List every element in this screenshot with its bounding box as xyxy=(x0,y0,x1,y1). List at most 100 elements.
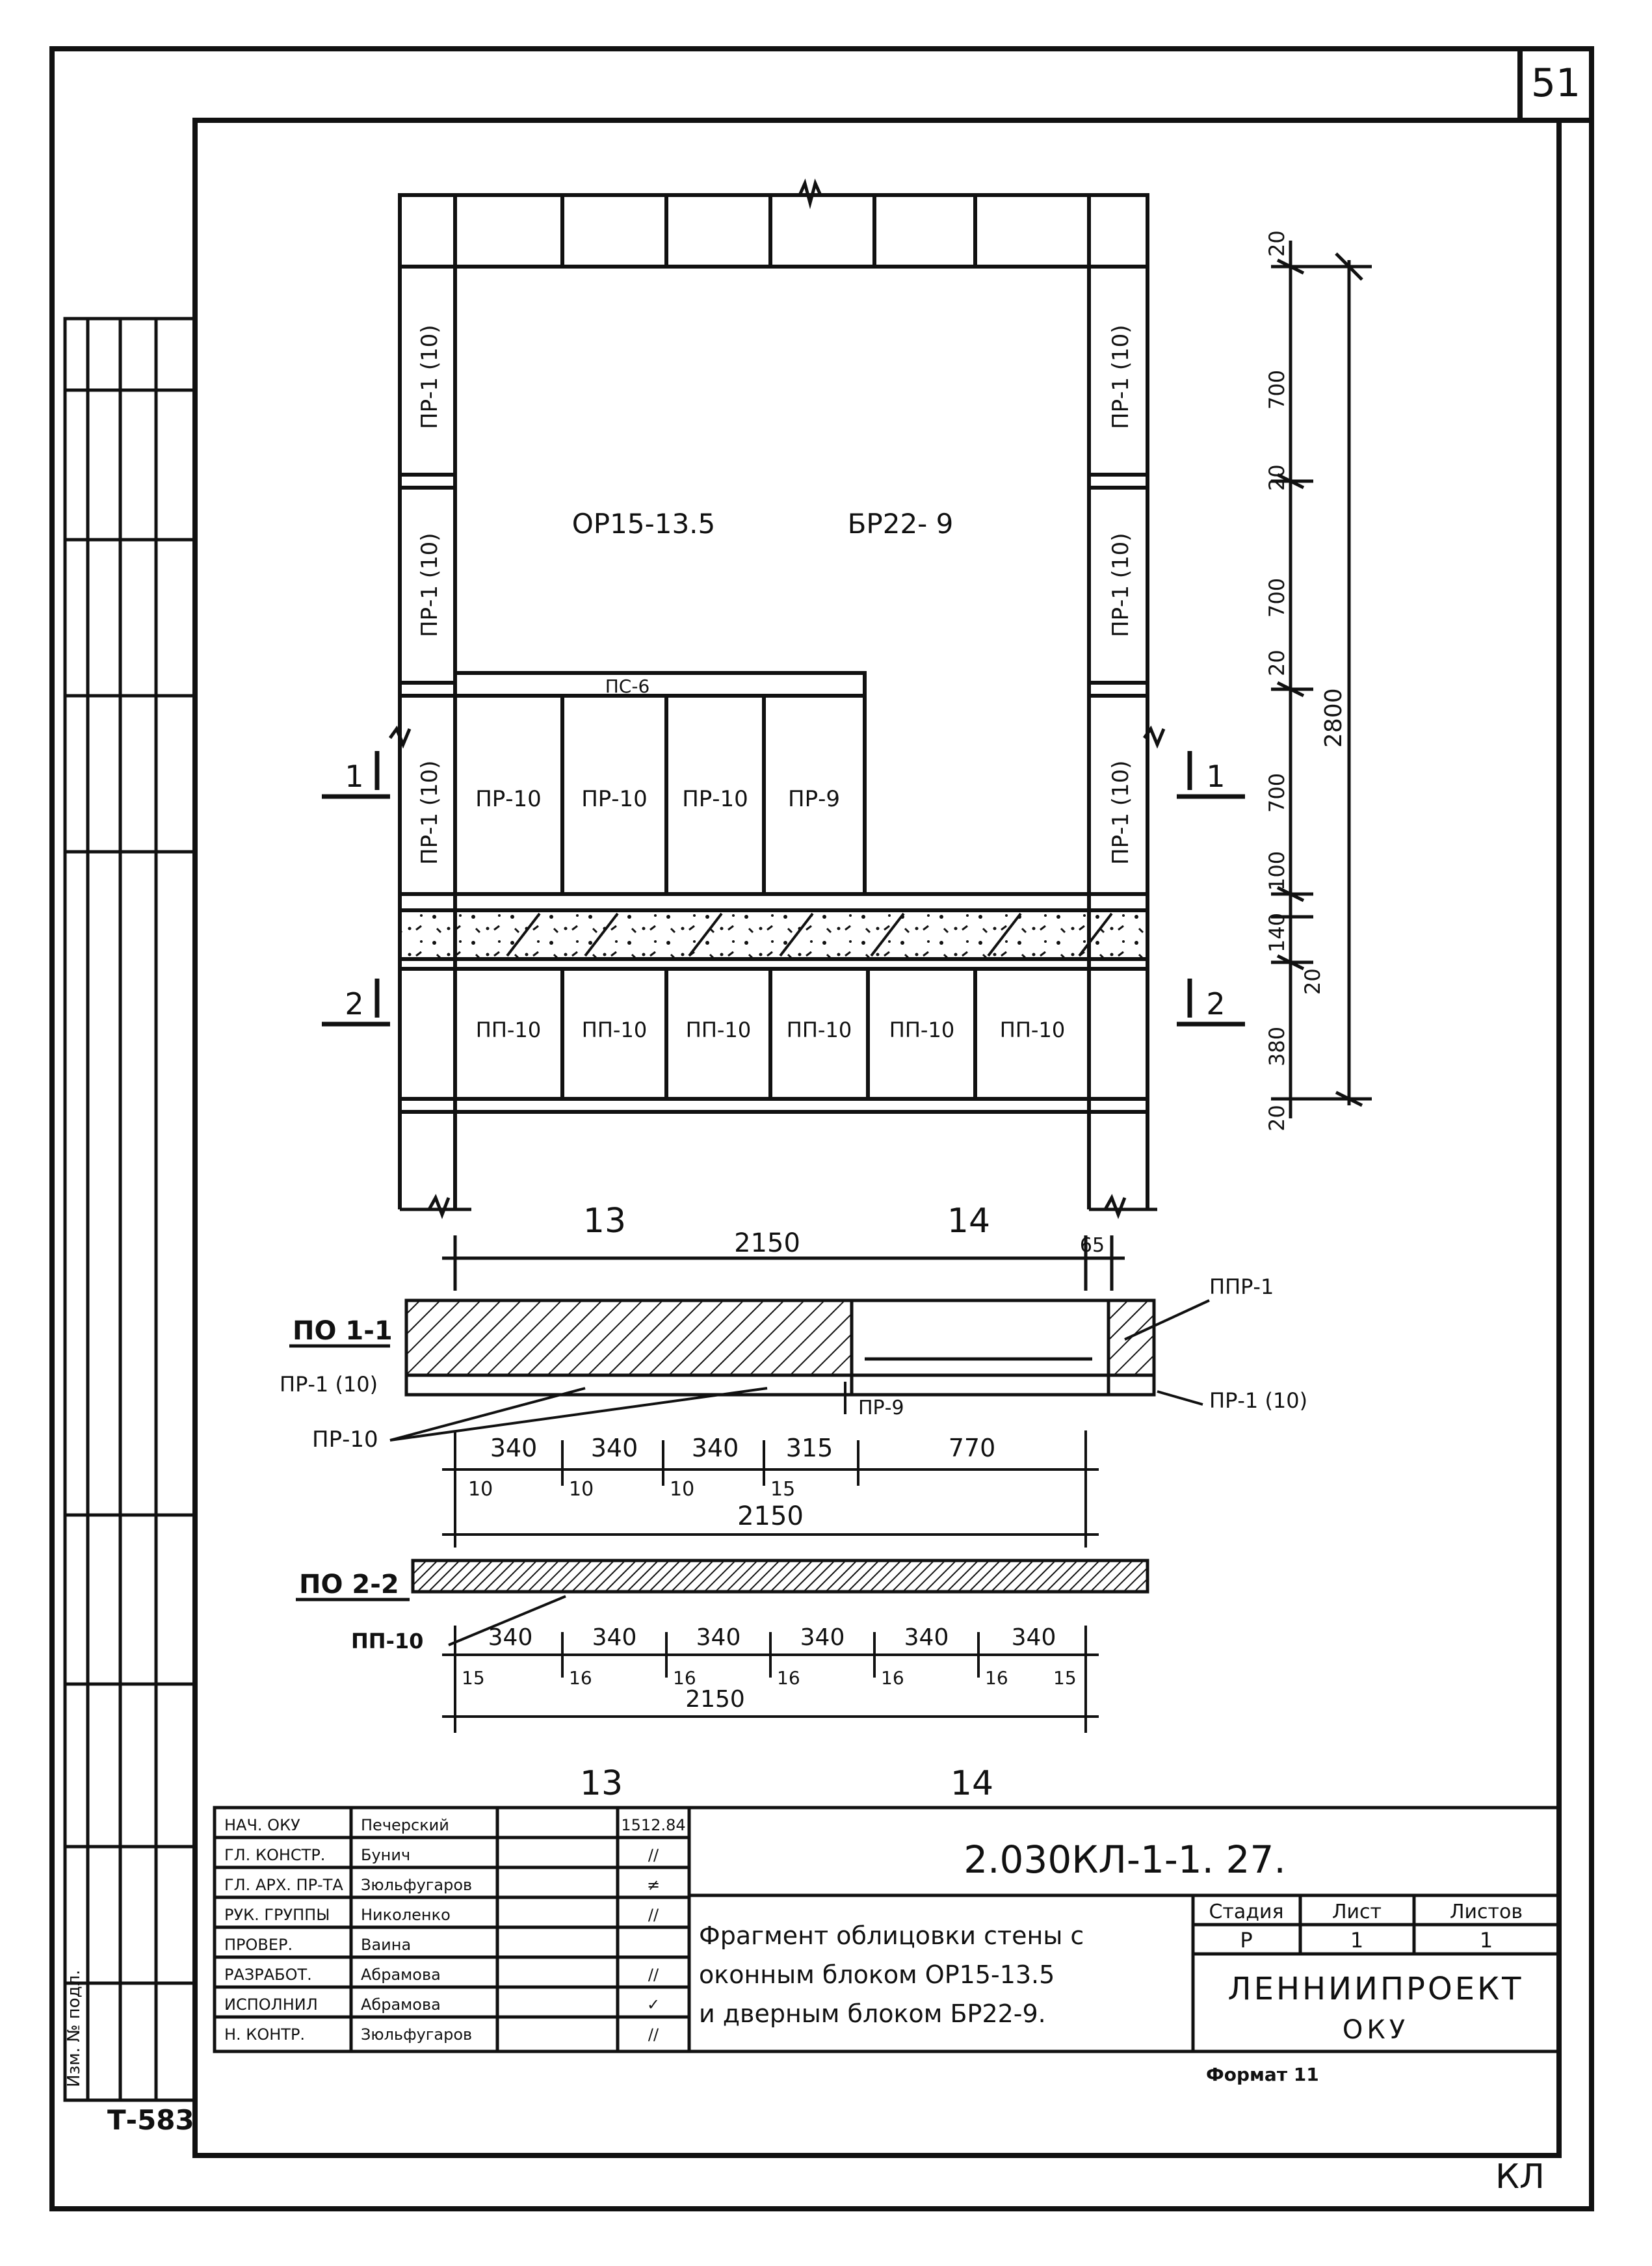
sheet-number: 51 xyxy=(1531,60,1580,106)
title-name: Зюльфугаров xyxy=(361,2025,472,2044)
section-22-gap: 16 xyxy=(881,1667,904,1689)
title-name: Абрамова xyxy=(361,1966,441,1984)
concrete-band-slashes xyxy=(506,912,1113,957)
elevation-outline xyxy=(398,193,1149,1209)
title-mark: ≠ xyxy=(647,1876,660,1894)
section-22-tag: ПП-10 xyxy=(351,1629,423,1653)
section-22-axis-14: 14 xyxy=(951,1764,993,1803)
height-dim: 100 xyxy=(1265,851,1289,891)
section-cut-markers xyxy=(322,751,1245,1027)
total-height-dim: 2800 xyxy=(1320,688,1347,748)
side-stamp-grid xyxy=(63,317,197,2102)
sheets-header: Листов xyxy=(1450,1901,1523,1923)
section-11-dim-total: 2150 xyxy=(737,1501,804,1531)
lintel-label: ПС-6 xyxy=(605,676,650,697)
section-11-tag-ppr: ППР-1 xyxy=(1209,1274,1274,1299)
bottom-panel-label: ПП-10 xyxy=(476,1018,541,1042)
height-dim: 700 xyxy=(1265,578,1289,618)
section-22-gap: 16 xyxy=(673,1667,696,1689)
description-line-3: и дверным блоком БР22-9. xyxy=(699,1999,1046,2028)
title-mark: // xyxy=(648,1846,659,1864)
approval-date: 1512.84 xyxy=(621,1816,685,1834)
section-11-hatch-left xyxy=(408,1302,850,1374)
stage-value: Р xyxy=(1240,1928,1252,1953)
side-panel-label: ПР-1 (10) xyxy=(1108,324,1134,429)
section-11-gap: 10 xyxy=(468,1478,493,1501)
section-22-gap: 16 xyxy=(569,1667,592,1689)
title-role: РУК. ГРУППЫ xyxy=(224,1906,330,1924)
axis-13-label: 13 xyxy=(583,1202,626,1241)
side-panel-label: ПР-1 (10) xyxy=(417,533,443,637)
title-name: Печерский xyxy=(361,1816,449,1834)
break-marks xyxy=(388,178,1166,1219)
dept-name: ОКУ xyxy=(1343,2015,1409,2045)
title-mark: // xyxy=(648,1966,659,1984)
height-dim: 20 xyxy=(1265,464,1289,491)
row-panel-label: ПР-9 xyxy=(788,786,840,812)
section-11-tag-pr1-left: ПР-1 (10) xyxy=(280,1372,378,1397)
section-2-label-right: 2 xyxy=(1206,986,1225,1021)
title-mark: ✓ xyxy=(647,1996,660,2014)
height-dim: 380 xyxy=(1265,1027,1289,1066)
title-role: ГЛ. КОНСТР. xyxy=(224,1846,325,1864)
section-1-label-left: 1 xyxy=(345,759,363,794)
section-22-dim: 340 xyxy=(800,1624,845,1651)
height-dim: 20 xyxy=(1265,650,1289,676)
title-mark: // xyxy=(648,1906,659,1924)
door-block-label: БР22- 9 xyxy=(848,508,954,540)
section-11-geometry xyxy=(404,1235,1156,1397)
bottom-panel-label: ПП-10 xyxy=(582,1018,647,1042)
title-name: Николенко xyxy=(361,1906,451,1924)
title-name: Ваина xyxy=(361,1936,411,1954)
section-22-gap: 15 xyxy=(1053,1667,1077,1689)
height-dim: 700 xyxy=(1265,773,1289,813)
side-panel-label: ПР-1 (10) xyxy=(417,324,443,429)
side-panel-label: ПР-1 (10) xyxy=(1108,760,1134,865)
section-11-tag-pr9: ПР-9 xyxy=(858,1397,904,1419)
stage-header: Стадия xyxy=(1209,1901,1283,1923)
section-11-dim: 340 xyxy=(591,1434,638,1462)
org-name: ЛЕННИИПРОЕКТ xyxy=(1228,1971,1524,2007)
side-panel-label: ПР-1 (10) xyxy=(417,760,443,865)
section-11-label: ПО 1-1 xyxy=(293,1316,393,1346)
section-22-dim-total: 2150 xyxy=(685,1686,745,1713)
row-panel-label: ПР-10 xyxy=(581,786,648,812)
sheet-value: 1 xyxy=(1350,1928,1363,1953)
section-11-dim-top-small: 65 xyxy=(1080,1234,1105,1257)
side-panel-label: ПР-1 (10) xyxy=(1108,533,1134,637)
title-role: РАЗРАБОТ. xyxy=(224,1966,312,1984)
title-role: Н. КОНТР. xyxy=(224,2025,305,2044)
height-dim: 20 xyxy=(1265,1105,1289,1131)
title-role: ИСПОЛНИЛ xyxy=(224,1996,318,2014)
bottom-panel-label: ПП-10 xyxy=(787,1018,852,1042)
title-name: Бунич xyxy=(361,1846,410,1864)
section-11-gap: 15 xyxy=(770,1478,795,1501)
sheets-value: 1 xyxy=(1480,1928,1493,1953)
title-mark: // xyxy=(648,2025,659,2044)
height-dim: 20 xyxy=(1265,230,1289,257)
stamp-bottom-left: Т-583 xyxy=(107,2104,194,2136)
bottom-panel-label: ПП-10 xyxy=(1000,1018,1065,1042)
height-dim: 700 xyxy=(1265,370,1289,410)
height-dim: 20 xyxy=(1300,968,1325,995)
section-22-gap: 16 xyxy=(985,1667,1008,1689)
side-stamp-label: Изм. № подл. xyxy=(64,1970,84,2088)
axis-14-label: 14 xyxy=(947,1202,990,1241)
bottom-panel-label: ПП-10 xyxy=(889,1018,954,1042)
title-role: ГЛ. АРХ. ПР-ТА xyxy=(224,1876,343,1894)
description-line-1: Фрагмент облицовки стены с xyxy=(699,1921,1084,1950)
concrete-band xyxy=(401,912,1146,958)
section-11-dim: 770 xyxy=(949,1434,996,1462)
description-line-2: оконным блоком ОР15-13.5 xyxy=(699,1960,1055,1989)
section-22-dim: 340 xyxy=(696,1624,741,1651)
sheet-header: Лист xyxy=(1332,1901,1382,1923)
section-11-tag-pr10: ПР-10 xyxy=(312,1427,378,1453)
section-22-dim: 340 xyxy=(1012,1624,1056,1651)
section-1-label-right: 1 xyxy=(1206,759,1225,794)
section-11-tag-pr1-right: ПР-1 (10) xyxy=(1209,1388,1307,1413)
section-22-dim: 340 xyxy=(488,1624,533,1651)
row-panel-label: ПР-10 xyxy=(682,786,748,812)
section-22-label: ПО 2-2 xyxy=(299,1570,399,1600)
height-dim: 140 xyxy=(1265,913,1289,953)
